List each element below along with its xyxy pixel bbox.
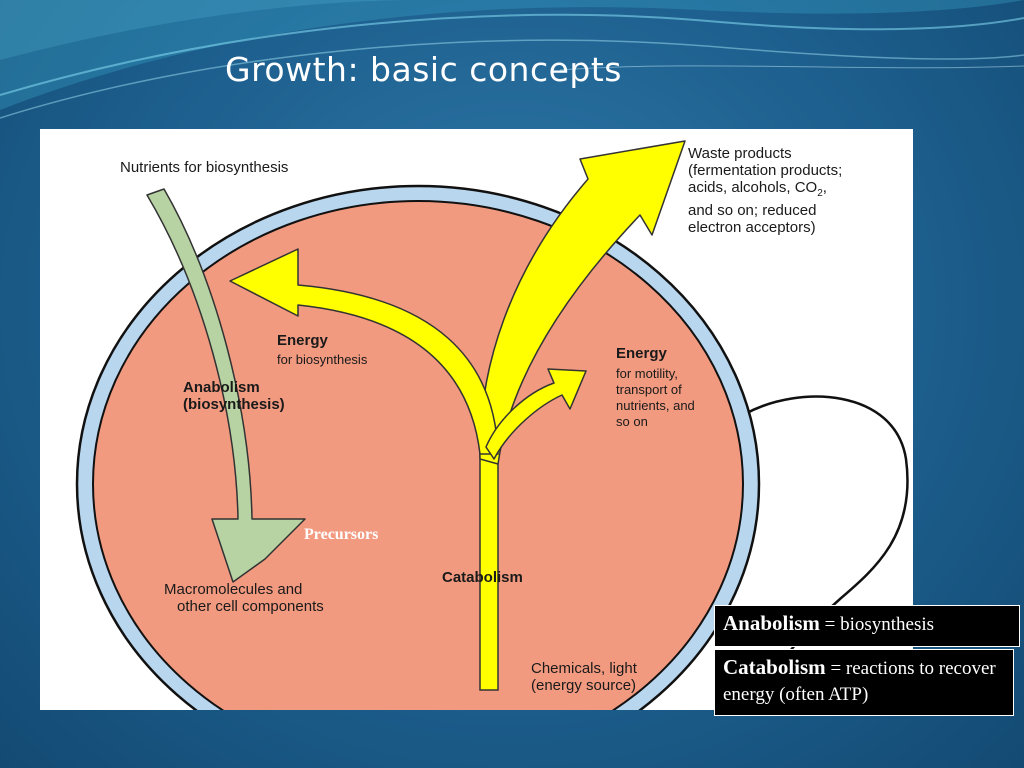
anabolism-definition: = biosynthesis [819, 614, 935, 635]
anabolism-line-1: Anabolism [183, 379, 260, 396]
anabolism-label: Anabolism (biosynthesis) [183, 379, 285, 413]
catabolism-definition-box: Catabolism = reactions to recover energy… [714, 649, 1014, 716]
waste-line-3-end: , [822, 179, 827, 196]
energy-motility-line-2: transport of [616, 382, 682, 397]
anabolism-line-2: (biosynthesis) [183, 396, 285, 413]
header-waves-decoration [0, 0, 1024, 119]
chemicals-line-2: (energy source) [531, 677, 637, 694]
anabolism-arrow [146, 188, 306, 583]
anabolism-definition-box: Anabolism = biosynthesis [714, 605, 1020, 647]
waste-line-5: electron acceptors) [688, 219, 816, 236]
energy-motility-line-3: nutrients, and [616, 398, 695, 413]
energy-motility-text: for motility, transport of nutrients, an… [616, 366, 695, 430]
precursors-label: Precursors [304, 526, 379, 543]
energy-motility-arrow [485, 368, 587, 460]
cytoplasm [92, 200, 744, 710]
waste-line-1: Waste products [688, 145, 792, 162]
chemicals-label: Chemicals, light (energy source) [531, 660, 637, 694]
macromolecules-line-1: Macromolecules and [164, 581, 303, 598]
slide-title: Growth: basic concepts [225, 50, 622, 89]
macromolecules-label: Macromolecules and other cell components [164, 581, 324, 615]
energy-biosynthesis-title: Energy [277, 332, 328, 349]
waste-line-3: acids, alcohols, CO2, [688, 179, 842, 202]
macromolecules-line-2: other cell components [177, 598, 324, 615]
energy-biosynthesis-arrow [229, 248, 499, 455]
waste-line-4: and so on; reduced [688, 202, 817, 219]
energy-biosynthesis-sub: for biosynthesis [277, 352, 368, 367]
chemicals-line-1: Chemicals, light [531, 660, 637, 677]
waste-line-2: (fermentation products; [688, 162, 843, 179]
catabolism-label: Catabolism [442, 569, 523, 586]
energy-motility-line-1: for motility, [616, 366, 678, 381]
energy-motility-line-4: so on [616, 414, 648, 429]
waste-line-3-text: acids, alcohols, CO [688, 179, 818, 196]
catabolism-term: Catabolism [723, 655, 826, 679]
catabolism-definition: = reactions to recover energy (often ATP… [723, 658, 996, 705]
cell-metabolism-diagram: Nutrients for biosynthesis Waste product… [40, 129, 913, 710]
nutrients-label: Nutrients for biosynthesis [120, 159, 289, 176]
energy-motility-title: Energy [616, 345, 667, 362]
co2-subscript: 2 [817, 188, 823, 199]
anabolism-term: Anabolism [723, 611, 820, 635]
waste-products-label: Waste products (fermentation products; a… [688, 145, 842, 236]
